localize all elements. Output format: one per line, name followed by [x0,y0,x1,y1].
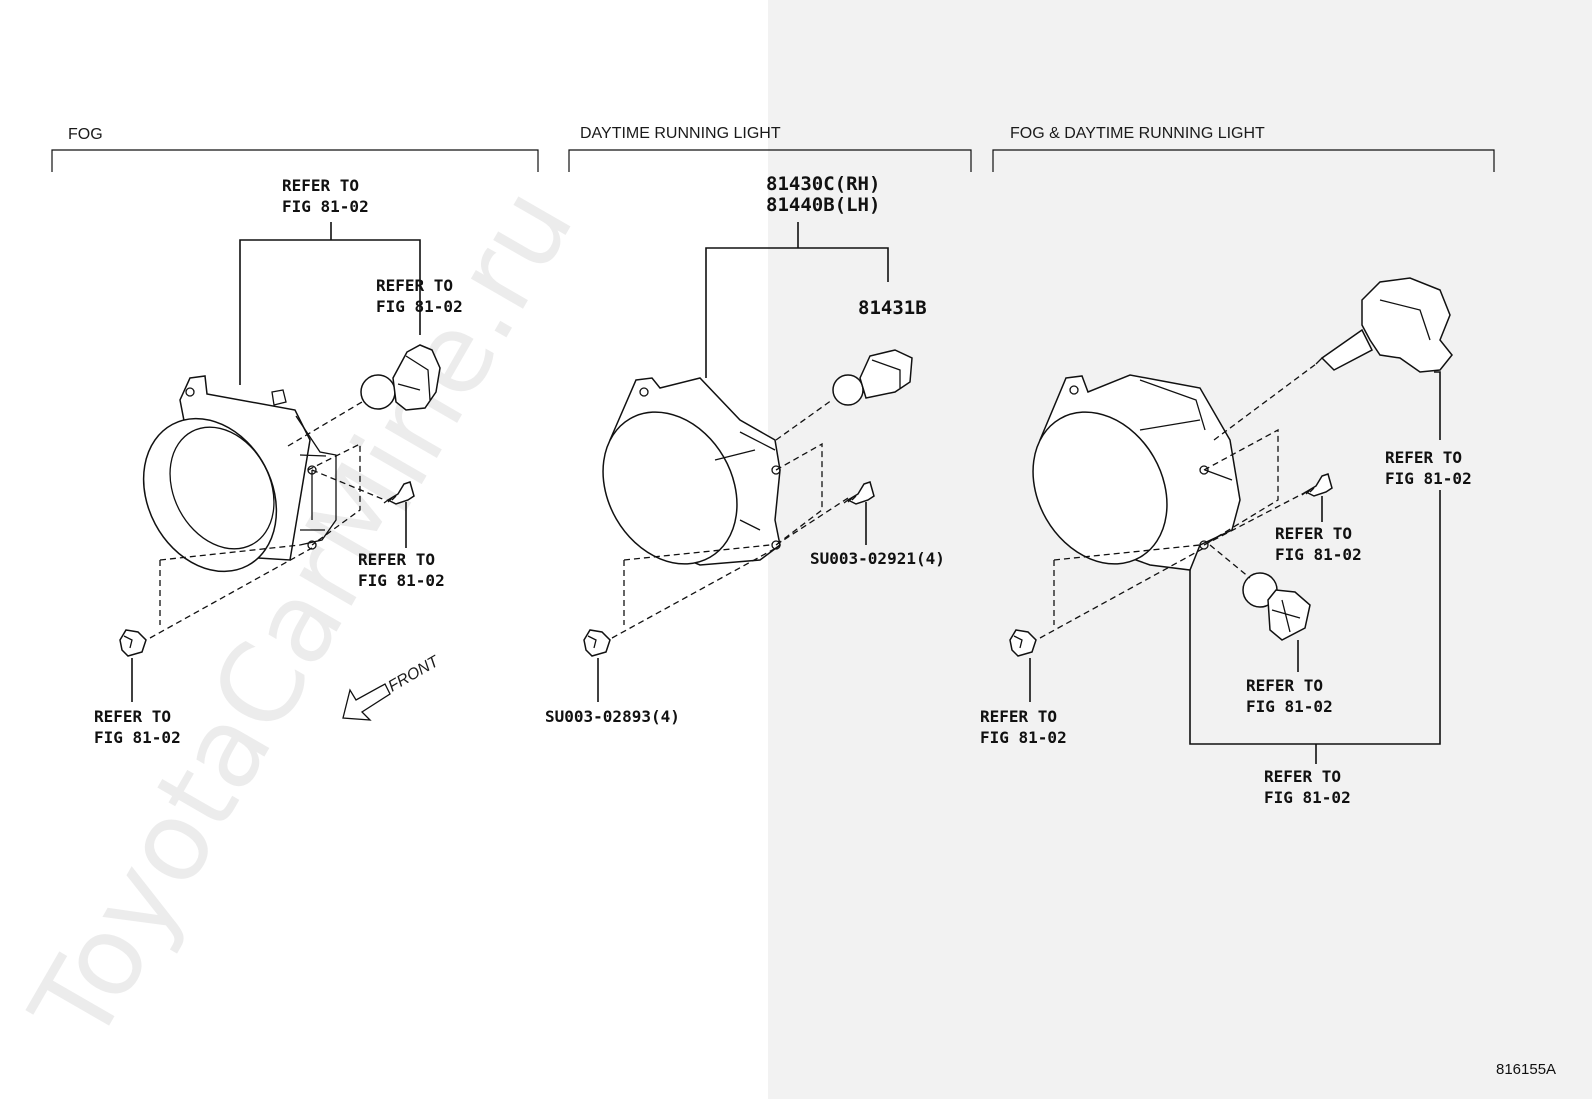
part-number-lh: 81440B(LH) [766,194,880,216]
drl-clip [583,629,611,657]
svg-text:FIG 81-02: FIG 81-02 [94,728,181,747]
svg-text:FIG 81-02: FIG 81-02 [282,197,369,216]
drl-screw [843,481,875,505]
fog-refer-bulb: REFER TO [376,276,453,295]
fog-dash-box [149,442,361,639]
part-number-rh: 81430C(RH) [766,173,880,195]
svg-text:FIG 81-02: FIG 81-02 [1275,545,1362,564]
fog-drl-dash-screw [1203,428,1307,546]
fog-drl-dash-fogbulb [1213,363,1317,441]
svg-text:FIG 81-02: FIG 81-02 [1246,697,1333,716]
fog-drl-clip [1009,629,1037,657]
fog-drl-refer-fogbulb: REFER TO [1385,448,1462,467]
svg-text:FIG 81-02: FIG 81-02 [980,728,1067,747]
fog-drl-leader-bottom [1189,490,1441,764]
part-number-screw: SU003-02921(4) [810,549,945,568]
front-label: FRONT [386,653,443,696]
svg-text:FIG 81-02: FIG 81-02 [1264,788,1351,807]
section-fog-drl: FOG & DAYTIME RUNNING LIGHT [992,125,1495,172]
section-title-drl: DAYTIME RUNNING LIGHT [580,125,781,142]
fog-drl-leader-fogbulb [1434,371,1441,440]
drl-leader-top [705,222,889,378]
fog-dash-screw [311,469,386,501]
front-arrow: FRONT [342,653,443,721]
drl-dash-clip [611,544,777,639]
fog-drl-drl-bulb [1242,572,1311,641]
drl-dash-screw [775,442,849,546]
fog-drl-dash-clip [1039,544,1205,639]
fog-drl-refer-drlbulb: REFER TO [1246,676,1323,695]
fog-dash-bulb [287,401,363,447]
svg-text:FIG 81-02: FIG 81-02 [376,297,463,316]
part-number-bulb: 81431B [858,297,927,319]
drl-lamp-assembly [602,377,781,566]
fog-refer-top: REFER TO [282,176,359,195]
fog-bulb [360,344,441,411]
part-number-clip: SU003-02893(4) [545,707,680,726]
fog-drl-refer-bottom: REFER TO [1264,767,1341,786]
fog-drl-dash-drlbulb [1209,544,1251,579]
fog-screw [383,481,415,505]
section-title-fog: FOG [68,126,103,143]
fog-drl-refer-clip: REFER TO [980,707,1057,726]
fog-refer-screw: REFER TO [358,550,435,569]
drawing-number: 816155A [1496,1061,1556,1078]
fog-clip [119,629,147,657]
fog-leader-top [239,222,421,385]
svg-text:FIG 81-02: FIG 81-02 [1385,469,1472,488]
section-title-fog-drl: FOG & DAYTIME RUNNING LIGHT [1010,125,1265,142]
svg-text:FIG 81-02: FIG 81-02 [358,571,445,590]
fog-drl-fog-bulb [1315,277,1453,373]
fog-drl-refer-screw: REFER TO [1275,524,1352,543]
fog-drl-lamp-assembly [1032,374,1241,571]
fog-refer-clip: REFER TO [94,707,171,726]
drl-bulb [832,349,913,406]
section-fog: FOG [51,126,539,172]
fog-drl-screw [1301,473,1333,497]
watermark: ToyotaCarMine.ru [6,167,598,1064]
fog-lamp-assembly [142,375,337,573]
section-drl: DAYTIME RUNNING LIGHT [568,125,972,172]
drl-dash-bulb [775,399,833,441]
